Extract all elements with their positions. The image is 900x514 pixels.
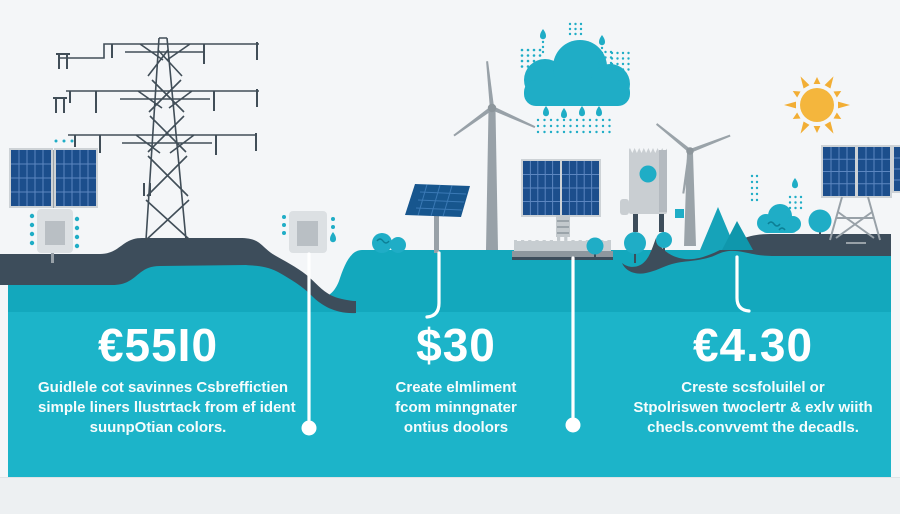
solar-panel-tower-right-icon [821, 145, 900, 244]
sun-icon [784, 76, 850, 134]
teal-ground-lower [8, 312, 891, 477]
cloud-rain-icon [524, 40, 630, 106]
inverter-box-center [289, 211, 327, 253]
timeline-markers [301, 251, 751, 436]
inverter-box-left [37, 209, 73, 263]
timeline-dot-1 [301, 420, 317, 436]
solar-panel-left-icon [9, 148, 98, 263]
bottom-strip [0, 477, 900, 514]
stat-block-3: €4.30 Creste scsfoluilel or Stpolriswen … [623, 322, 883, 438]
stat-block-1: €55I0 Guidlele cot savinnes Csbreffictie… [38, 319, 296, 438]
stat-block-2: $30 Create elmliment fcom minngnater ont… [336, 322, 576, 438]
stat-caption-2: Create elmliment fcom minngnater ontius … [395, 379, 517, 436]
timeline-hook-1 [425, 251, 441, 319]
battery-storage-icon [620, 148, 684, 232]
stat-caption-1: Guidlele cot savinnes Csbreffictien simp… [38, 379, 296, 436]
pole-solar-panel-icon [405, 184, 470, 253]
left-gutter [0, 288, 8, 514]
stat-value-2: $30 [416, 319, 496, 371]
rain-dots [29, 22, 803, 249]
wind-turbine-large-icon [453, 61, 536, 250]
stat-value-1: €55I0 [97, 319, 219, 371]
timeline-dot-2 [565, 417, 581, 433]
bushes-icon [372, 233, 406, 253]
transmission-tower-icon [53, 37, 259, 241]
solar-array-platform-icon [512, 159, 613, 257]
stat-value-3: €4.30 [692, 319, 814, 371]
slate-band-left [0, 238, 356, 314]
wind-turbine-small-icon [655, 123, 731, 246]
bush-cloud-icon [757, 204, 801, 233]
trees-icon [586, 209, 832, 263]
slate-band-right [622, 234, 891, 274]
right-gutter [891, 228, 900, 514]
timeline-hook-2 [735, 255, 751, 313]
stat-caption-3: Creste scsfoluilel or Stpolriswen twocle… [633, 379, 873, 436]
mountains-icon [700, 207, 753, 250]
